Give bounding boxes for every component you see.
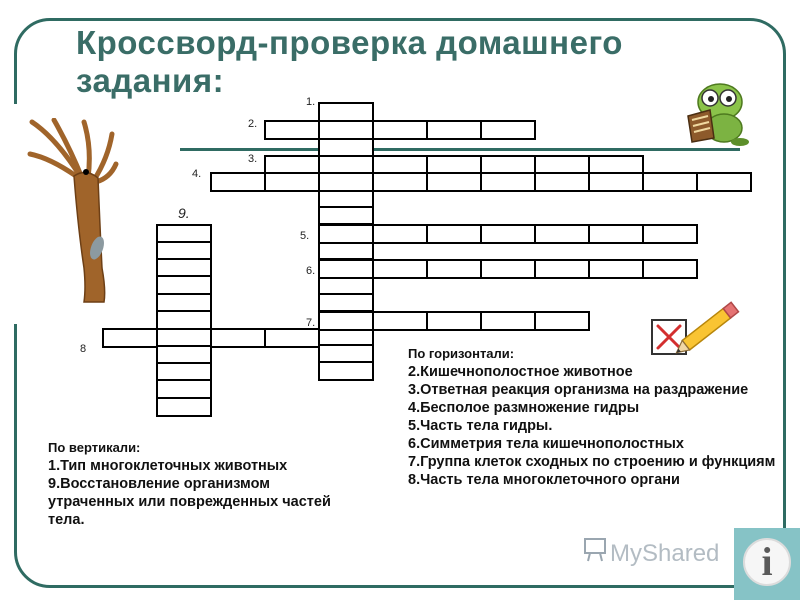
crossword-cell-h4-8[interactable] [588, 172, 644, 192]
frame-gap [8, 104, 22, 324]
vertical-clues: По вертикали: 1.Тип многоклеточных живот… [48, 440, 333, 529]
clue-number-1: 1. [306, 96, 316, 108]
horizontal-clue-3: 3.Ответная реакция организма на раздраже… [408, 382, 749, 398]
crossword-cell-h4-7[interactable] [534, 172, 590, 192]
crossword-cell-h4-10[interactable] [696, 172, 752, 192]
crossword-cell-h5-5[interactable] [534, 224, 590, 244]
crossword-cell-h5-1[interactable] [318, 224, 374, 244]
title-rule [180, 148, 740, 151]
crossword-cell-h2-3[interactable] [372, 120, 428, 140]
crossword-cell-h6-2[interactable] [372, 259, 428, 279]
crossword-cell-h6-4[interactable] [480, 259, 536, 279]
crossword-cell-h2-1[interactable] [264, 120, 320, 140]
crossword-cell-h8-4[interactable] [264, 328, 320, 348]
crossword-cell-h6-5[interactable] [534, 259, 590, 279]
crossword-cell-h2-4[interactable] [426, 120, 482, 140]
clue-number-3: 3. [248, 153, 258, 165]
watermark-text: MyShared [610, 540, 720, 567]
crossword-cell-h4-2[interactable] [264, 172, 320, 192]
crossword-cell-v1-1[interactable] [318, 102, 374, 122]
crossword-cell-v9-11[interactable] [156, 397, 212, 417]
horizontal-clue-8: 8.Часть тела многоклеточного органи [408, 472, 680, 488]
horizontal-clue-6: 6.Симметрия тела кишечнополостных [408, 436, 684, 452]
crossword-cell-h8-3[interactable] [210, 328, 266, 348]
horizontal-clue-7: 7.Группа клеток сходных по строению и фу… [408, 454, 776, 470]
vertical-clue-9: 9.Восстановление организмом утраченных и… [48, 476, 331, 528]
vertical-clues-header: По вертикали: [48, 440, 141, 455]
crossword-cell-h8-1[interactable] [102, 328, 158, 348]
pencil-icon [651, 301, 740, 355]
crossword-cell-h2-2[interactable] [318, 120, 374, 140]
watermark-icon [584, 538, 606, 562]
hydra-icon [27, 118, 119, 303]
clue-number-6: 6. [306, 265, 316, 277]
crossword-cell-h5-2[interactable] [372, 224, 428, 244]
crossword-cell-h5-7[interactable] [642, 224, 698, 244]
crossword-cell-v9-4[interactable] [156, 275, 212, 295]
page-title: Кроссворд-проверка домашнего задания: [76, 24, 623, 99]
crossword-cell-h2-5[interactable] [480, 120, 536, 140]
crossword-cell-h7-2[interactable] [372, 311, 428, 331]
horizontal-clue-5: 5.Часть тела гидры. [408, 418, 553, 434]
crossword-cell-h4-6[interactable] [480, 172, 536, 192]
clue-number-7: 7. [306, 317, 316, 329]
crossword-cell-v9-10[interactable] [156, 379, 212, 399]
crossword-cell-h6-6[interactable] [588, 259, 644, 279]
crossword-cell-h7-4[interactable] [480, 311, 536, 331]
clue-number-5: 5. [300, 230, 310, 242]
crossword-cell-v9-6[interactable] [156, 310, 212, 330]
clue-number-4: 4. [192, 168, 202, 180]
crossword-cell-h6-1[interactable] [318, 259, 374, 279]
crossword-cell-v1-3[interactable] [318, 137, 374, 157]
crossword-cell-h4-1[interactable] [210, 172, 266, 192]
clue-number-2: 2. [248, 118, 258, 130]
crossword-cell-v1-16[interactable] [318, 361, 374, 381]
crossword-cell-h5-3[interactable] [426, 224, 482, 244]
crossword-cell-h6-7[interactable] [642, 259, 698, 279]
crossword-cell-h6-3[interactable] [426, 259, 482, 279]
crossword-cell-h5-4[interactable] [480, 224, 536, 244]
clue-number-9: 9. [178, 205, 190, 221]
info-icon[interactable]: i [743, 538, 791, 586]
crossword-cell-h5-6[interactable] [588, 224, 644, 244]
crossword-cell-h7-1[interactable] [318, 311, 374, 331]
horizontal-clues-header: По горизонтали: [408, 346, 515, 361]
crossword-cell-h7-3[interactable] [426, 311, 482, 331]
horizontal-clue-2: 2.Кишечнополостное животное [408, 364, 633, 380]
horizontal-clue-4: 4.Бесполое размножение гидры [408, 400, 640, 416]
clue-number-8: 8 [80, 343, 87, 355]
crossword-cell-h4-5[interactable] [426, 172, 482, 192]
crossword-cell-h7-5[interactable] [534, 311, 590, 331]
vertical-clue-1: 1.Тип многоклеточных животных [48, 458, 288, 474]
crossword-cell-h4-3[interactable] [318, 172, 374, 192]
crossword-cell-h4-4[interactable] [372, 172, 428, 192]
crossword-cell-h4-9[interactable] [642, 172, 698, 192]
reading-frog-icon [687, 83, 749, 146]
horizontal-clues: По горизонтали: 2.Кишечнополостное живот… [408, 346, 776, 489]
